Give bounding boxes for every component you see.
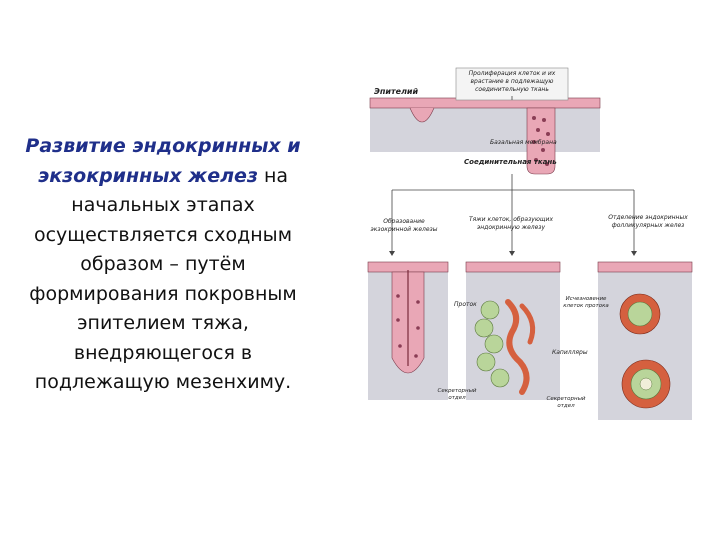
flow-arrows xyxy=(391,96,635,251)
label-exocrine-formation: Образование экзокринной железы xyxy=(370,218,438,233)
label-follicular-wrap: Отделение эндокринных фолликулярных желе… xyxy=(608,214,688,229)
label-secretory-right-wrap: Секреторный отдел xyxy=(546,396,586,409)
label-follicular-separation: Отделение эндокринных фолликулярных желе… xyxy=(608,214,688,229)
label-basal-membrane: Базальная мембрана xyxy=(490,139,557,146)
follicular-gland xyxy=(597,261,693,420)
slide-text-body: на начальных этапах осуществляется сходн… xyxy=(29,164,297,394)
exocrine-gland xyxy=(367,261,449,400)
label-exocrine-wrap: Образование экзокринной железы xyxy=(370,218,438,233)
label-duct-disappearance-wrap: Исчезновение клеток протока xyxy=(563,296,609,309)
label-proliferation-wrap: Пролиферация клеток и их врастание в под… xyxy=(468,70,556,93)
slide-text: Развитие эндокринных и экзокринных желез… xyxy=(4,132,322,398)
label-connective-tissue: Соединительная ткань xyxy=(464,158,557,166)
slide-text-highlight: Развитие эндокринных и экзокринных желез xyxy=(25,135,301,187)
connective-tissue-top xyxy=(370,104,600,152)
label-endocrine-cords: Тяжи клеток, образующих эндокринную желе… xyxy=(469,216,553,231)
label-secretory-left-wrap: Секреторный отдел xyxy=(437,388,477,401)
endocrine-cords xyxy=(465,261,561,400)
proliferation-label-box xyxy=(455,67,569,101)
label-duct: Проток xyxy=(454,301,477,308)
label-epithelium: Эпителий xyxy=(374,87,419,96)
label-secretory-part-left: Секреторный отдел xyxy=(437,388,477,401)
top-panel xyxy=(369,97,601,175)
label-proliferation: Пролиферация клеток и их врастание в под… xyxy=(468,70,556,93)
label-endocrine-wrap: Тяжи клеток, образующих эндокринную желе… xyxy=(469,216,553,231)
label-duct-disappearance: Исчезновение клеток протока xyxy=(563,296,609,309)
epithelial-cord xyxy=(526,107,556,175)
label-secretory-part-right: Секреторный отдел xyxy=(546,396,586,409)
early-invagination xyxy=(409,107,435,123)
gland-development-diagram: Эпителий Пролиферация клеток и их враста… xyxy=(367,67,693,420)
label-capillaries: Капилляры xyxy=(552,349,588,356)
